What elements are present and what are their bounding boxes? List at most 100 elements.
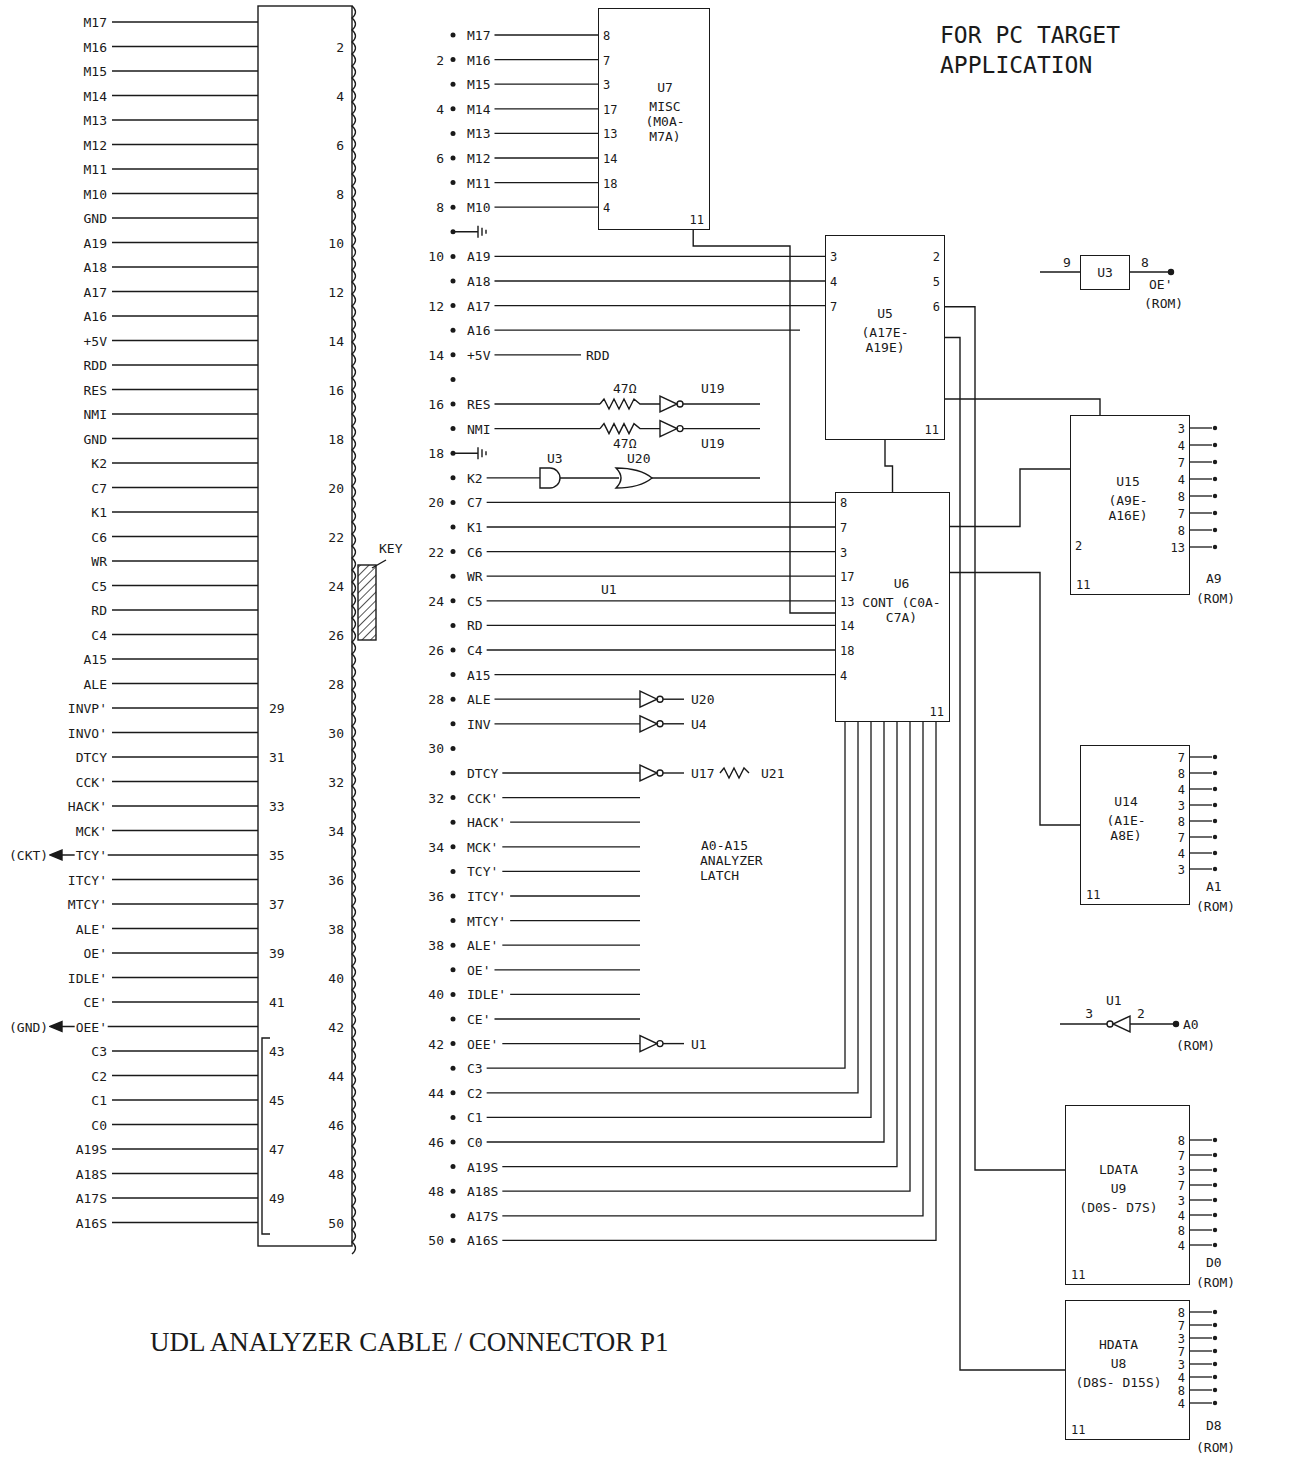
part-label: 9 [1062,255,1072,270]
signal-name-slot: C1 [90,1093,108,1108]
signal-wire [663,772,684,773]
signal-wire [1190,1184,1212,1185]
pin-slot: 7 [1178,1150,1185,1163]
signal-wire [1190,1376,1212,1377]
part-label: 2 [1136,1006,1146,1021]
resistor-symbol [720,768,749,778]
pin-number-slot: 41 [268,995,286,1010]
part-label: A1 [1205,879,1223,894]
signal-wire [487,600,835,601]
signal-name-slot: C2 [466,1085,484,1100]
signal-name-slot: A16 [83,309,108,324]
part-label-slot: U21 [760,766,785,781]
pin-number: 8 [335,186,345,201]
signal-name-slot: M13 [466,126,491,141]
signal-name-slot: M10 [83,186,108,201]
signal-wire [494,108,598,109]
signal-wire [494,1018,640,1019]
signal-name-slot: RDD [83,358,108,373]
signal-wire [112,242,258,243]
signal-name-slot: C5 [466,593,484,608]
terminal-dot [1213,477,1217,481]
pin-slot: 6 [933,300,940,313]
signal-wire [1190,1402,1212,1403]
pin-number: 11 [1076,578,1090,592]
signal-name: C2 [466,1085,484,1100]
pin-number: 36 [327,872,345,887]
signal-name-slot: M11 [466,175,491,190]
pin-slot: 14 [840,620,854,633]
signal-wire [112,217,258,218]
signal-name-slot: +5V [466,347,491,362]
signal-name: C3 [90,1044,108,1059]
signal-name: MCK' [466,839,499,854]
part-label: U1 [1105,993,1123,1008]
pin-number-slot: 34 [327,823,345,838]
terminal-dot [1213,755,1217,759]
pin-number-slot: 20 [327,480,345,495]
pin-number-slot: 40 [427,987,445,1002]
signal-name-slot: A16S [466,1233,499,1248]
signal-name-slot: GND [83,211,108,226]
pin-number: 7 [1178,1149,1185,1163]
signal-name-slot: RES [466,397,491,412]
pin-number-slot: 50 [327,1215,345,1230]
part-label: OE' [1148,277,1173,292]
pin-number: 38 [427,938,445,953]
terminal-dot [451,377,456,382]
pin-number: 34 [427,839,445,854]
signal-wire [652,477,760,478]
signal-wire [112,413,258,414]
terminal-dot [1213,1183,1217,1187]
terminal-dot [451,402,456,407]
signal-wire [112,193,258,194]
signal-wire [487,722,871,1117]
pin-number: 7 [603,53,610,67]
terminal-dot [1213,460,1217,464]
signal-wire [1190,427,1212,428]
terminal-dot [451,598,456,603]
signal-wire [112,438,258,439]
signal-wire [112,1099,258,1100]
terminal-dot [451,33,456,38]
pin-slot: 13 [1171,542,1185,555]
connector-wire [950,573,1080,826]
signal-wire [112,903,258,904]
pin-number: 3 [840,545,847,559]
part-label: (ROM) [1143,296,1184,311]
pin-number-slot: 8 [435,200,445,215]
terminal-dot [1213,803,1217,807]
pin-number: 50 [427,1233,445,1248]
pin-number: 6 [435,151,445,166]
pin-number: 43 [268,1044,286,1059]
pin-slot: 7 [830,300,837,313]
signal-name: INVP' [67,701,108,716]
terminal-dot [1213,835,1217,839]
part-label-slot: U1 [600,581,618,596]
pin-number: 7 [1178,1345,1185,1359]
chip-box: U15(A9E- A16E)234748781311 [1070,415,1190,595]
pin-slot: 8 [1178,491,1185,504]
pin-number-slot: 26 [427,643,445,658]
pin-slot: 7 [1178,457,1185,470]
pin-slot: 3 [1178,800,1185,813]
signal-name-slot: CCK' [75,774,108,789]
signal-name-slot: M15 [466,77,491,92]
signal-name: C5 [90,578,108,593]
chip-box: HDATAU8(D8S- D15S)8737348411 [1065,1300,1190,1440]
signal-name: C6 [466,544,484,559]
pin-slot: 3 [1178,423,1185,436]
signal-name: CE' [83,995,108,1010]
pin-number-slot: 28 [427,692,445,707]
signal-wire [1190,1389,1212,1390]
pin-slot: 8 [1178,525,1185,538]
signal-wire [112,340,258,341]
terminal-dot [451,869,456,874]
pin-number: 7 [1178,751,1185,765]
signal-name-slot: K2 [466,470,484,485]
signal-name-slot: M16 [83,39,108,54]
signal-name-slot: M13 [83,113,108,128]
signal-wire [112,683,258,684]
signal-name: M17 [83,15,108,30]
pin-number: 8 [1178,524,1185,538]
